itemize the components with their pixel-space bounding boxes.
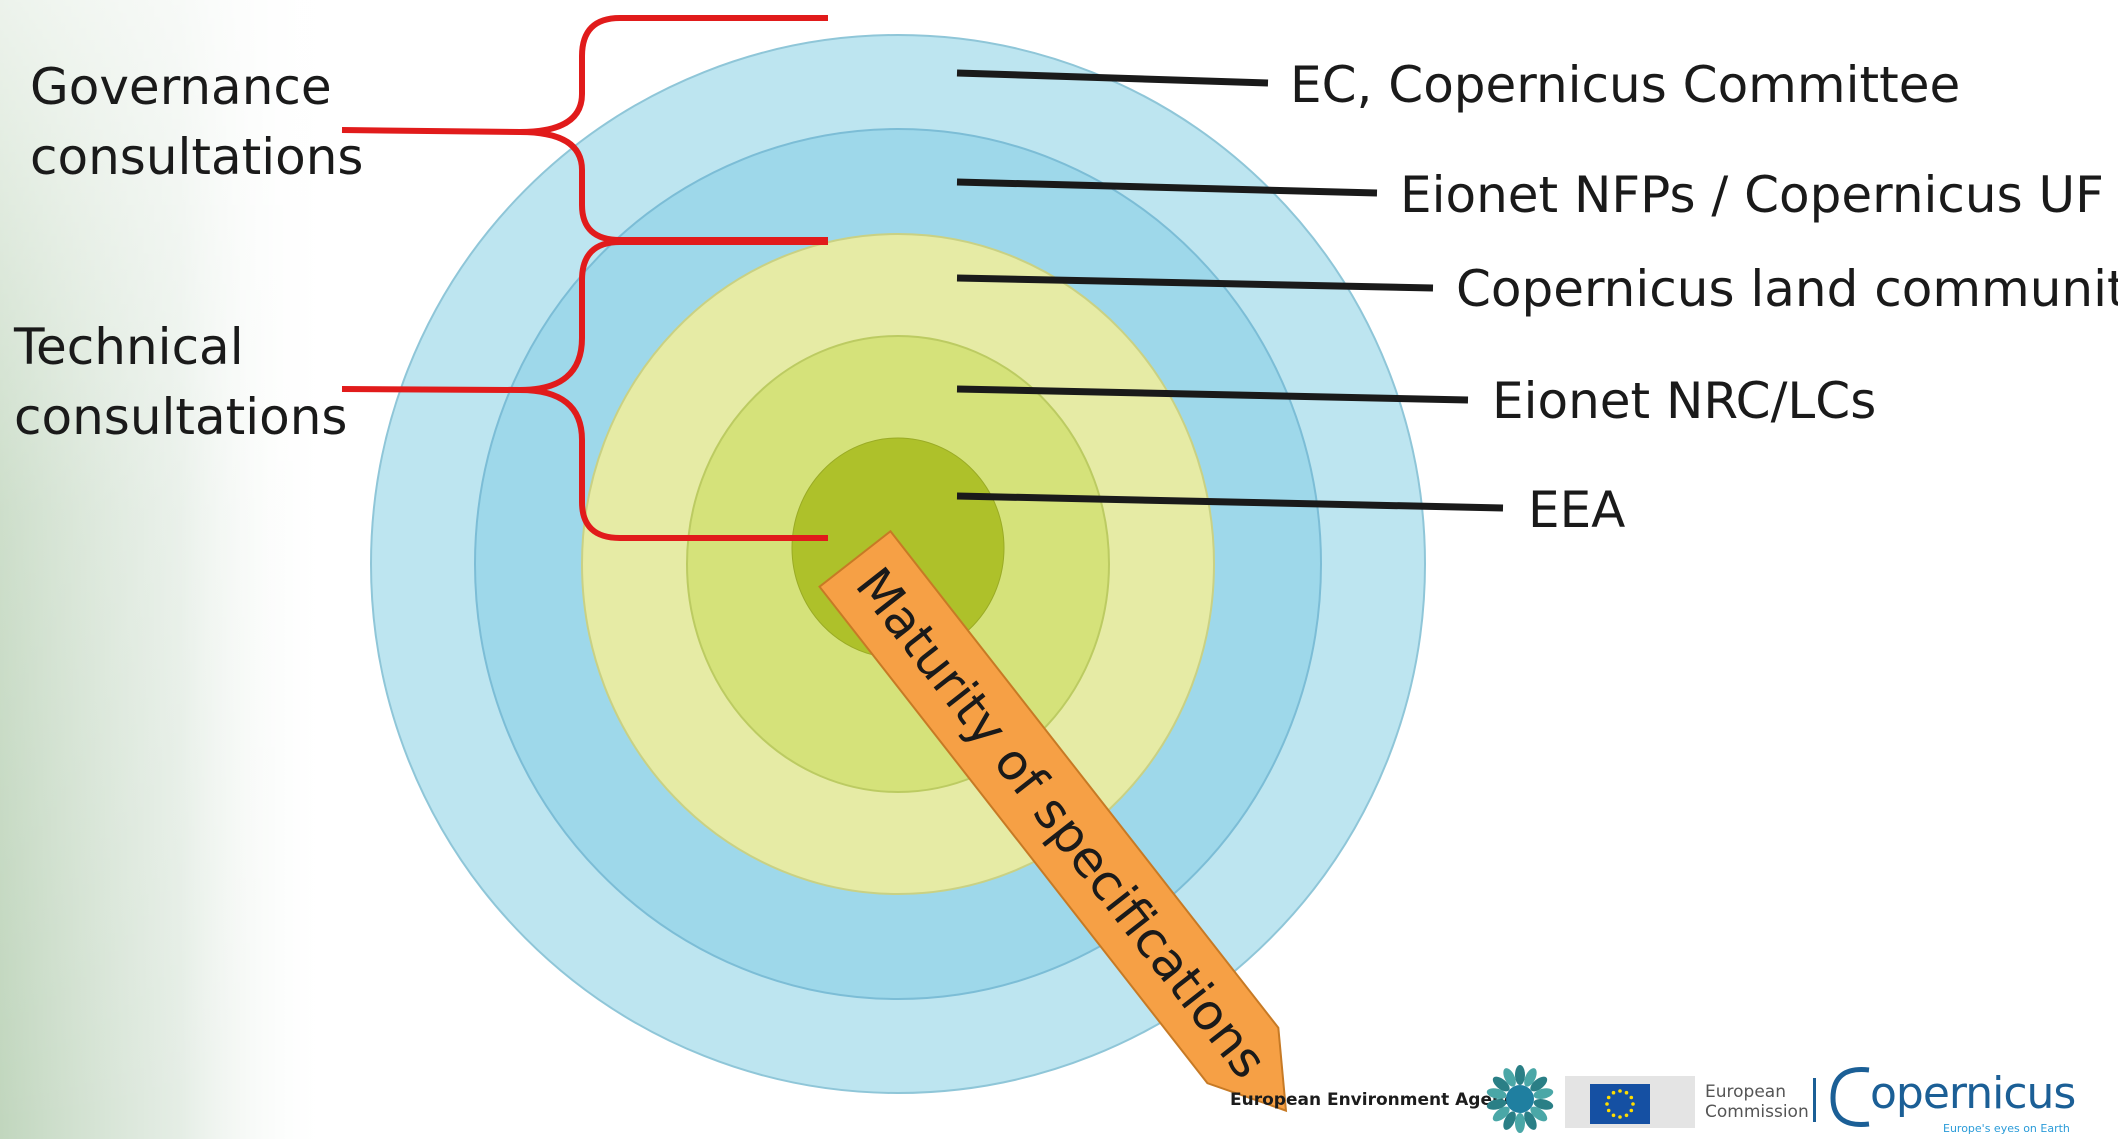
arrow-shape (818, 529, 1288, 1113)
ring-label-land: Copernicus land community (1456, 260, 2118, 318)
eu-star (1629, 1095, 1634, 1100)
footer-logos: European Environment Agency European Com… (1225, 1060, 2115, 1136)
leader-line-ec (956, 69, 1269, 87)
eu-star (1605, 1102, 1609, 1106)
eu-star (1618, 1115, 1622, 1119)
eea-name: European Environment Agency (1230, 1090, 1526, 1110)
eu-star (1629, 1108, 1634, 1113)
eea-petal (1530, 1106, 1548, 1122)
eea-logo-icon (1486, 1065, 1554, 1133)
leader-line-eea (956, 492, 1504, 512)
eea-petal (1486, 1088, 1507, 1100)
copernicus-tagline: Europe's eyes on Earth (1943, 1122, 2070, 1135)
group-label-technical: Technical consultations (14, 318, 348, 446)
ring-label-eea: EEA (1528, 481, 1626, 539)
eea-petal (1533, 1088, 1554, 1100)
leader-line-nrc (956, 385, 1469, 404)
eu-star (1618, 1089, 1622, 1093)
eu-star (1611, 1090, 1616, 1095)
ring-label-nfp: Eionet NFPs / Copernicus UF (1400, 166, 2104, 224)
eu-star (1606, 1095, 1611, 1100)
eea-petal (1503, 1111, 1516, 1130)
background-aerial-image (0, 0, 330, 1139)
eea-petal (1533, 1098, 1554, 1110)
eea-petal (1492, 1076, 1510, 1092)
logo-divider (1813, 1078, 1816, 1122)
eu-star (1624, 1113, 1629, 1118)
ring-label-ec: EC, Copernicus Committee (1290, 56, 1961, 114)
bracket-governance (341, 15, 828, 243)
eea-petal (1515, 1065, 1525, 1085)
eu-star (1611, 1113, 1616, 1118)
eea-petal (1486, 1098, 1507, 1110)
group-label-governance: Governance consultations (30, 58, 364, 186)
eea-petal (1524, 1068, 1537, 1087)
eea-petal (1530, 1076, 1548, 1092)
bracket-technical (341, 239, 828, 541)
ec-name: European Commission (1705, 1082, 1809, 1122)
brackets (341, 15, 828, 541)
eea-petal (1515, 1113, 1525, 1133)
eu-star (1624, 1090, 1629, 1095)
eea-petal (1503, 1068, 1516, 1087)
eea-petal (1524, 1111, 1537, 1130)
eea-petal (1492, 1106, 1510, 1122)
ec-flag-icon (1565, 1076, 1695, 1128)
eu-star (1606, 1108, 1611, 1113)
eu-star (1631, 1102, 1635, 1106)
leader-line-nfp (956, 178, 1378, 197)
ring-label-nrc: Eionet NRC/LCs (1492, 372, 1877, 430)
leader-line-land (956, 274, 1434, 292)
copernicus-wordmark: opernicus (1870, 1068, 2076, 1119)
leader-lines (956, 69, 1504, 512)
copernicus-c-icon (1830, 1067, 1870, 1127)
